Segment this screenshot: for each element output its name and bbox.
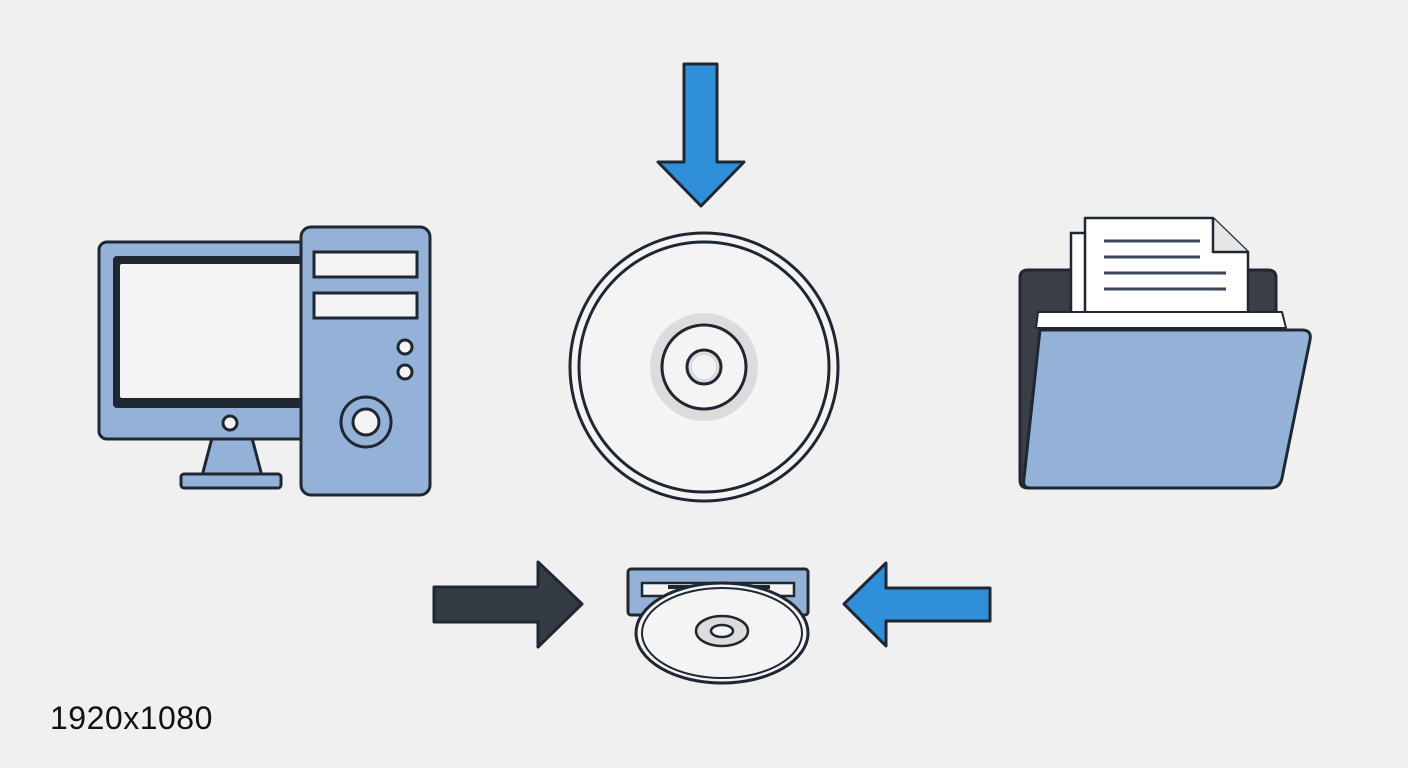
desktop-computer-icon: [97, 225, 432, 497]
resolution-label: 1920x1080: [50, 700, 213, 736]
down-arrow-icon: [656, 62, 746, 208]
document-folder-icon: [1018, 216, 1312, 490]
optical-disc-icon: [568, 231, 840, 503]
disc-drive-icon: [626, 567, 810, 685]
left-arrow-icon: [842, 561, 992, 648]
right-arrow-icon: [432, 560, 584, 649]
